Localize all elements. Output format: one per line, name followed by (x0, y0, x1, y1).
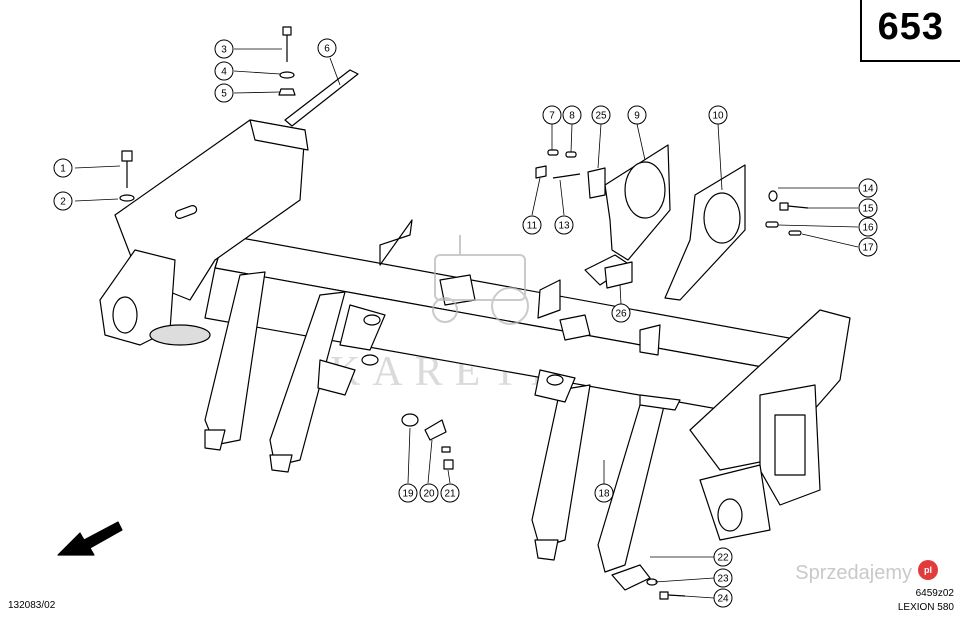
callout-10: 10 (708, 105, 728, 125)
callout-18: 18 (594, 483, 614, 503)
callout-14: 14 (858, 178, 878, 198)
drawing-code-left: 132083/02 (8, 600, 56, 611)
callout-23: 23 (713, 568, 733, 588)
right-side-frame (689, 309, 851, 541)
callout-19: 19 (398, 483, 418, 503)
flange-plate-10 (664, 164, 746, 301)
svg-text:3: 3 (221, 45, 227, 56)
model-name: LEXION 580 (897, 602, 954, 613)
callout-markers: 1 2 3 4 5 6 7 8 9 10 11 13 14 15 16 17 1… (53, 38, 878, 608)
svg-text:5: 5 (221, 89, 227, 100)
bolt-washer-left (119, 150, 135, 202)
svg-text:16: 16 (862, 223, 874, 234)
callout-20: 20 (419, 483, 439, 503)
callout-1: 1 (53, 158, 73, 178)
pipe-clamp-set (401, 413, 454, 470)
bracket-26 (604, 261, 633, 289)
svg-text:18: 18 (598, 489, 610, 500)
svg-text:15: 15 (862, 204, 874, 215)
link-washer-bolt-bottom (611, 564, 686, 600)
svg-text:13: 13 (558, 221, 570, 232)
callout-17: 17 (858, 237, 878, 257)
strap-plate (284, 69, 359, 127)
callout-13: 13 (554, 215, 574, 235)
drawing-code-right: 6459z02 (915, 588, 954, 599)
callout-4: 4 (214, 61, 234, 81)
beam-brackets (379, 219, 681, 411)
callout-21: 21 (440, 483, 460, 503)
right-hinge-arms (531, 369, 666, 573)
callout-16: 16 (858, 217, 878, 237)
callout-9: 9 (627, 105, 647, 125)
svg-text:17: 17 (862, 243, 874, 254)
site-badge-icon: pl (918, 560, 938, 580)
svg-text:26: 26 (615, 309, 627, 320)
left-side-frame (99, 119, 309, 346)
svg-text:2: 2 (60, 197, 66, 208)
svg-text:1: 1 (60, 164, 66, 175)
svg-text:25: 25 (595, 111, 607, 122)
svg-text:20: 20 (423, 489, 435, 500)
callout-7: 7 (542, 105, 562, 125)
bolt-washer-nut-top (278, 26, 296, 96)
svg-text:11: 11 (527, 221, 538, 232)
svg-text:22: 22 (717, 553, 729, 564)
svg-text:23: 23 (717, 574, 729, 585)
callout-24: 24 (713, 588, 733, 608)
callout-25: 25 (591, 105, 611, 125)
callout-26: 26 (611, 303, 631, 323)
left-hinge-arms (204, 271, 386, 473)
svg-text:4: 4 (221, 67, 227, 78)
callout-22: 22 (713, 547, 733, 567)
callout-5: 5 (214, 83, 234, 103)
svg-text:8: 8 (569, 111, 575, 122)
callout-15: 15 (858, 198, 878, 218)
callout-8: 8 (562, 105, 582, 125)
direction-arrow-icon (57, 521, 123, 556)
leader-lines (74, 48, 859, 599)
svg-text:10: 10 (712, 111, 724, 122)
callout-11: 11 (522, 215, 542, 235)
header-vertical-rule (860, 0, 862, 60)
fastener-set-right (765, 190, 809, 236)
svg-text:19: 19 (402, 489, 414, 500)
site-watermark: Sprzedajemy (795, 562, 912, 584)
callout-6: 6 (317, 38, 337, 58)
svg-text:24: 24 (717, 594, 729, 605)
svg-text:14: 14 (862, 184, 874, 195)
page-number: 653 (877, 6, 944, 48)
svg-text:6: 6 (324, 44, 330, 55)
svg-text:21: 21 (444, 489, 456, 500)
callout-3: 3 (214, 39, 234, 59)
pins-and-bolts-cluster (535, 149, 581, 179)
bracket-25 (587, 167, 606, 199)
header-rule (860, 60, 960, 62)
callout-2: 2 (53, 191, 73, 211)
tractor-watermark-icon (432, 235, 529, 325)
svg-text:7: 7 (549, 111, 555, 122)
svg-text:9: 9 (634, 111, 640, 122)
